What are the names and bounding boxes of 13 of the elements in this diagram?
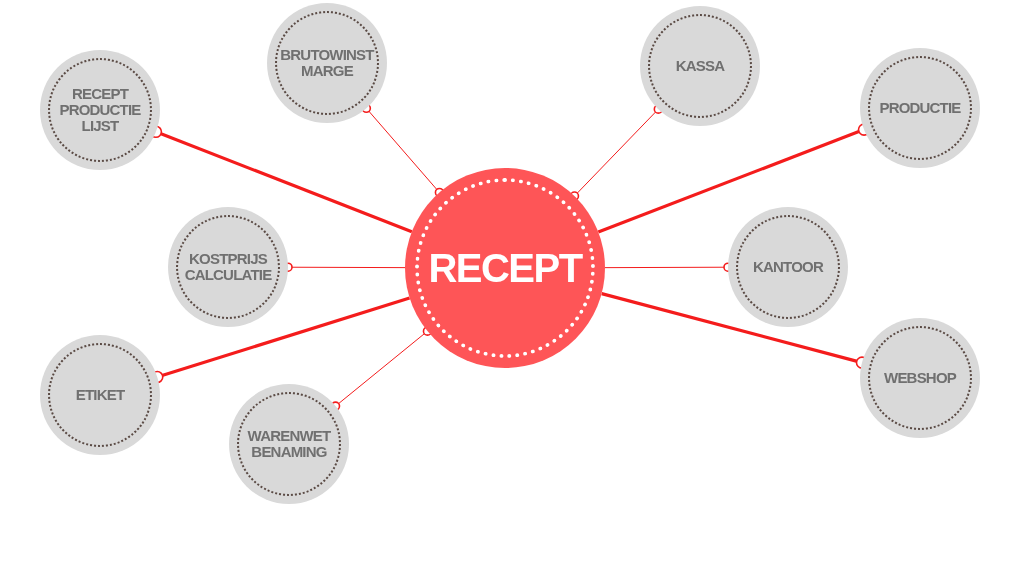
node-label: BRUTOWINST MARGE [279, 47, 375, 79]
connector-line [569, 104, 664, 201]
node-label: WARENWET BENAMING [246, 428, 332, 460]
node-label: ETIKET [74, 387, 126, 403]
node-label: KANTOOR [752, 259, 825, 275]
connector-line [361, 103, 445, 198]
node-label: WEBSHOP [883, 370, 958, 386]
node-label: KOSTPRIJS CALCULATIE [183, 251, 273, 283]
node-label: RECEPT PRODUCTIE LIJST [58, 86, 142, 134]
node-label: RECEPT [428, 247, 582, 289]
node-label: PRODUCTIE [878, 100, 962, 116]
connector-line [330, 326, 433, 411]
node-label: KASSA [674, 58, 726, 74]
